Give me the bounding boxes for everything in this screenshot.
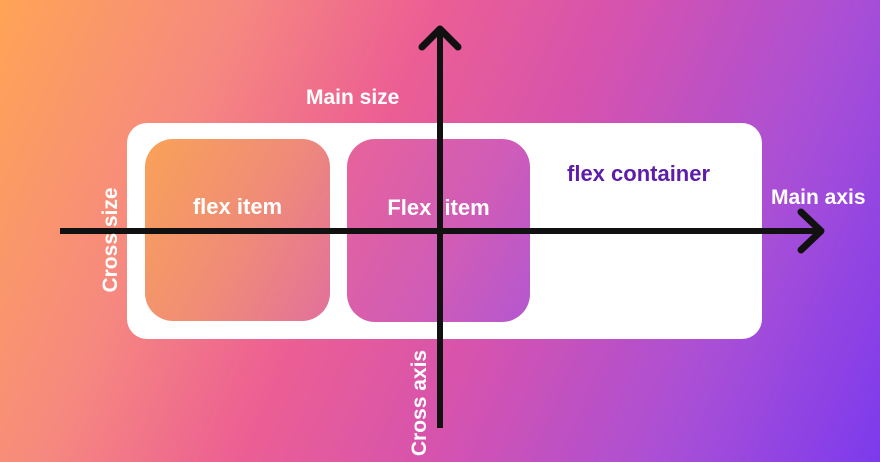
flex-item-1: flex item xyxy=(145,139,330,321)
cross-axis-label: Cross axis xyxy=(408,349,431,457)
flex-item-2: Flex item xyxy=(347,139,530,322)
flex-item-1-label: flex item xyxy=(192,194,283,219)
cross-size-label: Cross size xyxy=(99,187,122,293)
main-axis-arrowhead-icon xyxy=(797,208,825,254)
flex-container-label: flex container xyxy=(567,161,711,186)
main-size-label: Main size xyxy=(306,86,400,109)
cross-axis-arrowhead-icon xyxy=(418,25,462,51)
flex-item-2-label: Flex item xyxy=(387,194,490,220)
main-axis-label: Main axis xyxy=(771,186,866,209)
